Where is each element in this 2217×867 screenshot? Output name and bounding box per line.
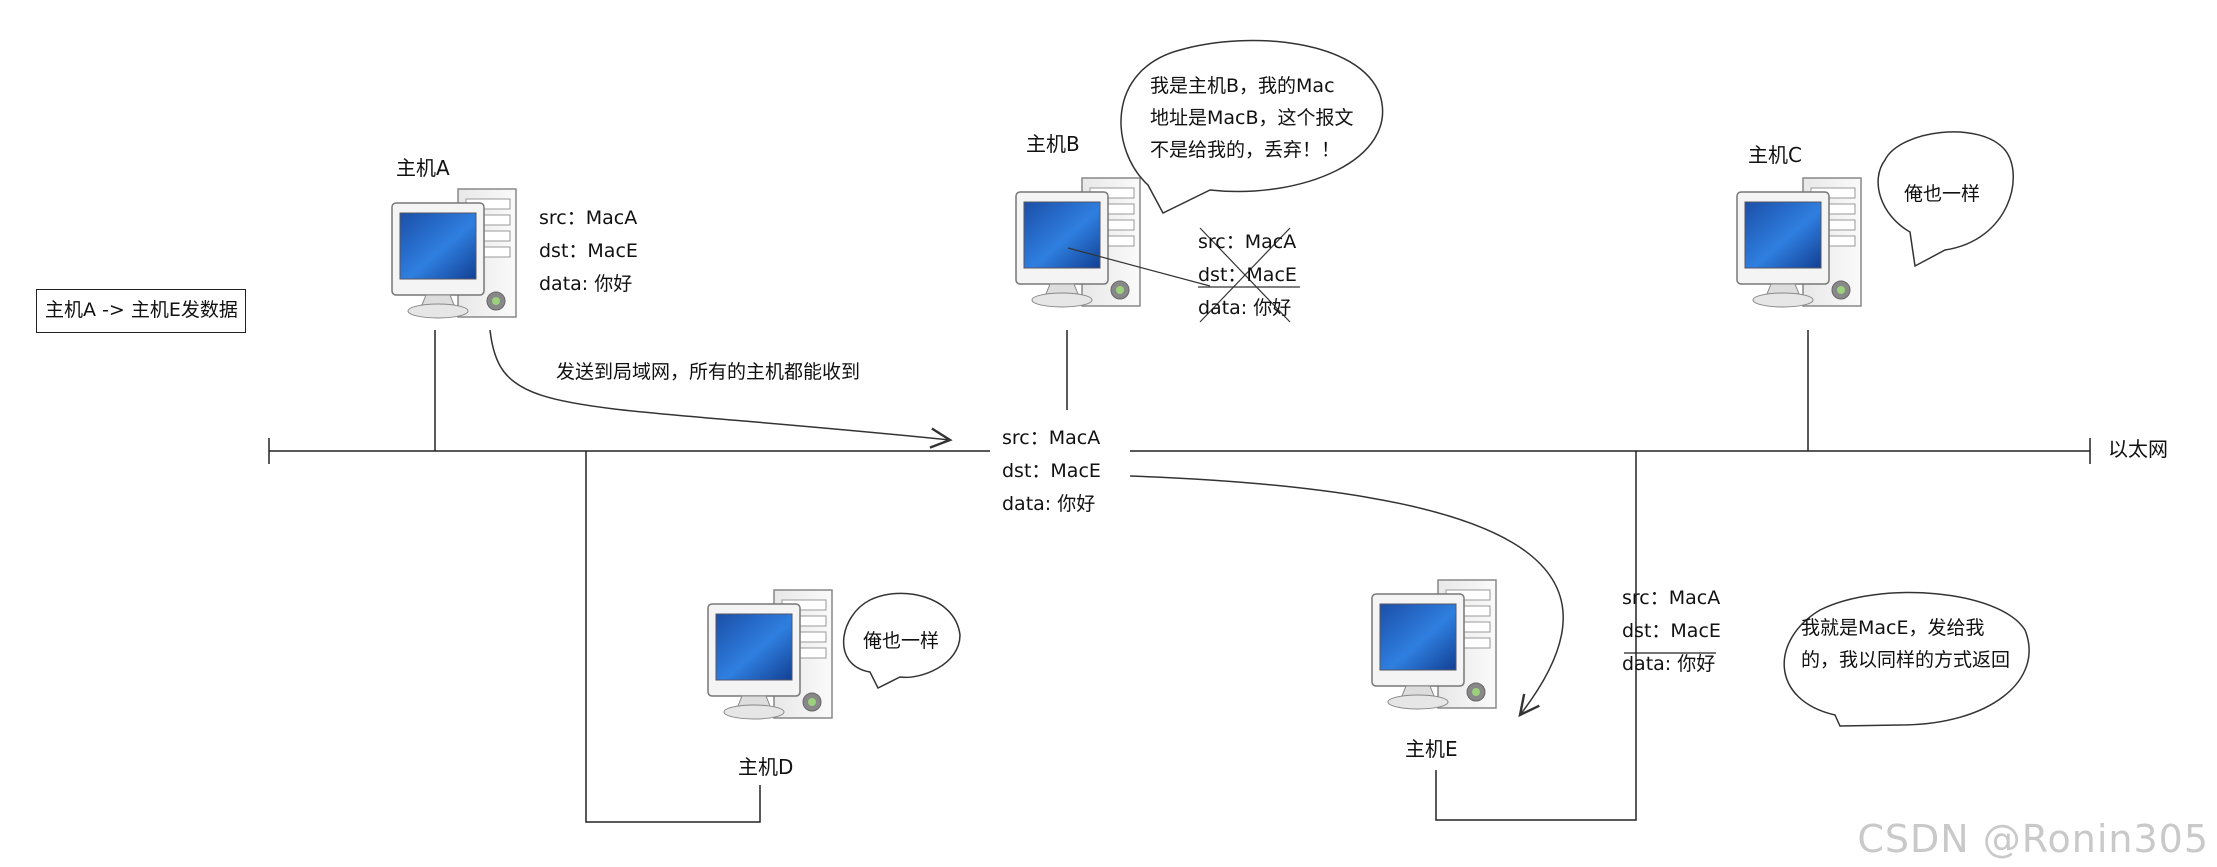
host-d-drop <box>585 451 761 823</box>
host-c-bubble-text: 俺也一样 <box>1904 178 1980 210</box>
host-c-computer-icon <box>1736 177 1862 308</box>
host-b-computer-icon <box>1015 177 1141 308</box>
receive-arrow <box>1129 475 1564 715</box>
packet-src: src：MacA <box>539 207 638 229</box>
host-e-computer-icon <box>1371 579 1497 710</box>
host-b-label: 主机B <box>1026 132 1080 156</box>
broadcast-note: 发送到局域网，所有的主机都能收到 <box>556 361 861 383</box>
packet-dst: dst：MacE <box>1198 264 1297 286</box>
packet-host-b: src：MacA dst：MacE data: 你好 <box>1198 226 1297 325</box>
host-b-pointer-line <box>1067 247 1211 287</box>
packet-data: data: 你好 <box>1198 297 1292 319</box>
host-b-bubble-text: 我是主机B，我的Mac 地址是MacB，这个报文 不是给我的，丢弃！！ <box>1150 70 1354 166</box>
packet-dst: dst：MacE <box>539 240 638 262</box>
packet-src: src：MacA <box>1002 427 1101 449</box>
host-a-computer-icon <box>391 188 517 319</box>
network-label: 以太网 <box>2108 437 2168 461</box>
host-b-speech-bubble <box>1120 39 1384 214</box>
packet-dst: dst：MacE <box>1622 620 1721 642</box>
host-e-bubble-text: 我就是MacE，发给我 的，我以同样的方式返回 <box>1801 612 2010 676</box>
host-c-label: 主机C <box>1748 143 1802 167</box>
packet-data: data: 你好 <box>1002 493 1096 515</box>
bubble-line: 的，我以同样的方式返回 <box>1801 649 2011 671</box>
bubble-line: 我就是MacE，发给我 <box>1801 617 1985 639</box>
bubble-line: 俺也一样 <box>1904 183 1981 205</box>
host-a-label: 主机A <box>396 156 450 180</box>
packet-host-e: src：MacA dst：MacE data: 你好 <box>1622 582 1721 681</box>
host-c-speech-bubble <box>1877 131 2014 268</box>
host-d-speech-bubble <box>843 592 961 690</box>
host-d-label: 主机D <box>738 755 794 779</box>
packet-host-a: src：MacA dst：MacE data: 你好 <box>539 202 638 301</box>
host-b-cross-line-2 <box>1199 227 1291 323</box>
packet-dst: dst：MacE <box>1002 460 1101 482</box>
bubble-line: 不是给我的，丢弃！！ <box>1150 139 1341 161</box>
packet-src: src：MacA <box>1198 231 1297 253</box>
task-label: 主机A -> 主机E发数据 <box>36 289 246 333</box>
watermark: CSDN @Ronin305 <box>1857 817 2209 861</box>
packet-data: data: 你好 <box>1622 653 1716 675</box>
host-d-computer-icon <box>707 589 833 720</box>
bubble-line: 俺也一样 <box>863 630 940 652</box>
host-e-label: 主机E <box>1405 737 1458 761</box>
host-e-speech-bubble <box>1783 591 2030 727</box>
broadcast-arrow <box>489 329 950 440</box>
packet-data: data: 你好 <box>539 273 633 295</box>
bubble-line: 地址是MacB，这个报文 <box>1150 107 1354 129</box>
host-d-bubble-text: 俺也一样 <box>863 625 939 657</box>
bubble-line: 我是主机B，我的Mac <box>1150 75 1335 97</box>
host-e-drop <box>1435 451 1637 821</box>
packet-src: src：MacA <box>1622 587 1721 609</box>
packet-on-bus: src：MacA dst：MacE data: 你好 <box>1002 422 1101 521</box>
